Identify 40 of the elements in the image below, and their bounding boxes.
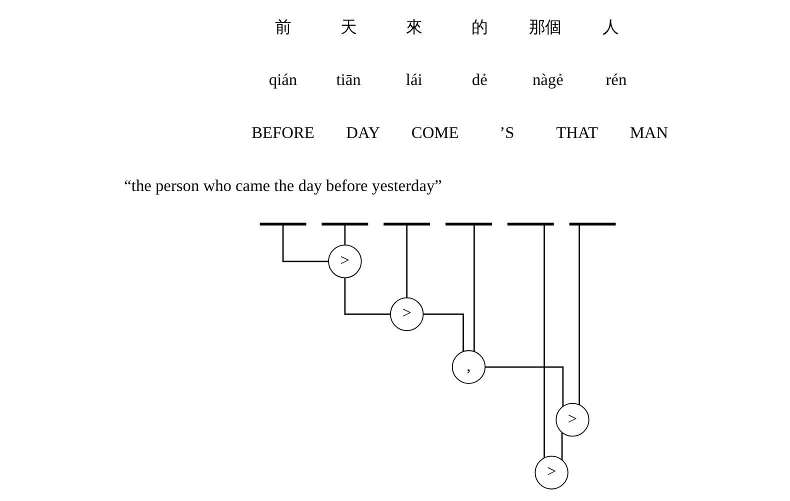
label: DAY	[346, 122, 380, 142]
connector	[544, 225, 545, 458]
node-circle: ,	[452, 350, 486, 384]
node-bar	[446, 222, 492, 226]
label: rén	[606, 70, 627, 90]
node-circle: >	[390, 297, 424, 332]
label: 來	[406, 17, 422, 36]
connector	[474, 225, 475, 352]
node-bar	[260, 222, 306, 226]
label: “the person who came the day before yesterday”	[124, 176, 442, 195]
label: dẻ	[472, 70, 488, 90]
label: lái	[406, 70, 422, 90]
node-bar	[507, 222, 554, 226]
label: THAT	[556, 122, 598, 142]
label: 前	[275, 17, 292, 36]
connector	[578, 225, 580, 405]
connector	[485, 366, 564, 406]
label: nàgẻ	[532, 70, 564, 90]
label: MAN	[630, 122, 668, 142]
label: qián	[268, 70, 298, 90]
label: ’S	[500, 122, 514, 142]
connector	[344, 225, 346, 245]
node-bar	[384, 222, 430, 226]
label: tiān	[336, 70, 361, 90]
label: 的	[472, 17, 488, 36]
connector	[561, 432, 563, 460]
node-circle: >	[534, 456, 568, 490]
node-bar	[322, 222, 368, 226]
node-circle: >	[328, 244, 362, 278]
label: 人	[602, 17, 619, 36]
label: COME	[411, 122, 459, 142]
label: BEFORE	[252, 122, 314, 142]
connector	[282, 225, 328, 262]
connector	[344, 278, 390, 315]
connector	[423, 314, 464, 352]
connector	[406, 225, 408, 298]
node-circle: >	[556, 402, 590, 437]
label: 那個	[529, 17, 562, 36]
node-bar	[569, 222, 616, 226]
label: 天	[340, 17, 357, 36]
